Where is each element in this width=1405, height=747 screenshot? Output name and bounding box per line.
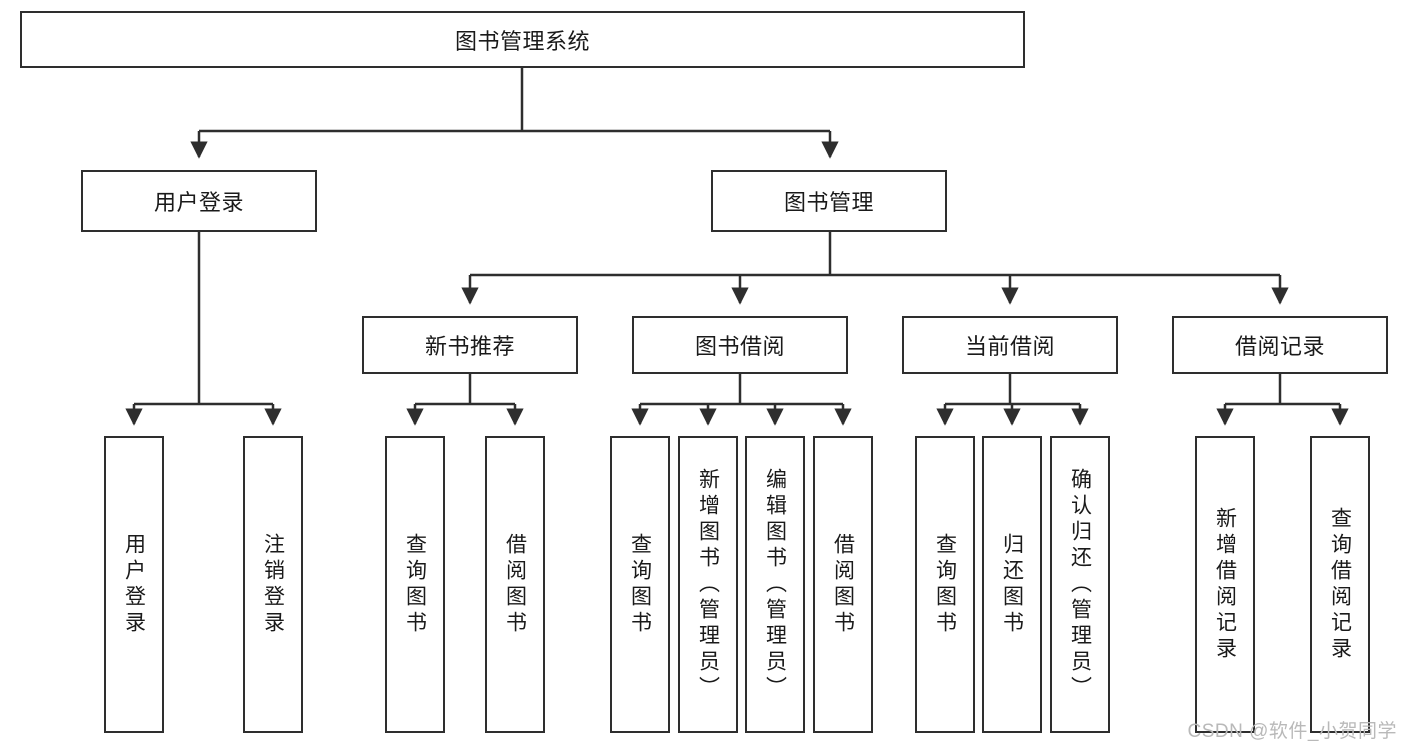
leaf-edit-book-admin[interactable]: 编辑图书（管理员） (745, 436, 805, 733)
node-label: 新增借阅记录 (1213, 506, 1237, 663)
leaf-confirm-return-admin[interactable]: 确认归还（管理员） (1050, 436, 1110, 733)
leaf-logout[interactable]: 注销登录 (243, 436, 303, 733)
node-current-borrow[interactable]: 当前借阅 (902, 316, 1118, 374)
node-label: 查询图书 (403, 532, 427, 637)
node-label: 当前借阅 (964, 334, 1055, 359)
node-label: 借阅图书 (503, 532, 527, 637)
node-label: 用户登录 (153, 190, 244, 215)
leaf-borrow-book[interactable]: 借阅图书 (813, 436, 873, 733)
node-label: 图书管理 (783, 190, 874, 215)
node-label: 新增图书（管理员） (696, 467, 720, 702)
node-label: 借阅图书 (831, 532, 855, 637)
leaf-query-book-recommend[interactable]: 查询图书 (385, 436, 445, 733)
leaf-add-borrow-record[interactable]: 新增借阅记录 (1195, 436, 1255, 733)
leaf-query-book-borrow[interactable]: 查询图书 (610, 436, 670, 733)
node-label: 注销登录 (261, 532, 285, 637)
leaf-return-book[interactable]: 归还图书 (982, 436, 1042, 733)
node-label: 确认归还（管理员） (1068, 467, 1092, 702)
node-book-management[interactable]: 图书管理 (711, 170, 947, 232)
node-user-login[interactable]: 用户登录 (81, 170, 317, 232)
node-label: 查询借阅记录 (1328, 506, 1352, 663)
node-label: 图书管理系统 (454, 28, 590, 54)
watermark: CSDN @软件_小贺同学 (1187, 721, 1397, 742)
node-label: 图书借阅 (694, 334, 785, 359)
node-root[interactable]: 图书管理系统 (20, 11, 1025, 68)
leaf-add-book-admin[interactable]: 新增图书（管理员） (678, 436, 738, 733)
node-label: 借阅记录 (1234, 334, 1325, 359)
leaf-borrow-book-recommend[interactable]: 借阅图书 (485, 436, 545, 733)
node-label: 归还图书 (1000, 532, 1024, 637)
node-book-borrow[interactable]: 图书借阅 (632, 316, 848, 374)
node-label: 查询图书 (628, 532, 652, 637)
node-label: 查询图书 (933, 532, 957, 637)
leaf-query-book-current[interactable]: 查询图书 (915, 436, 975, 733)
leaf-query-borrow-record[interactable]: 查询借阅记录 (1310, 436, 1370, 733)
node-new-book-recommend[interactable]: 新书推荐 (362, 316, 578, 374)
node-label: 新书推荐 (424, 334, 515, 359)
node-borrow-records[interactable]: 借阅记录 (1172, 316, 1388, 374)
node-label: 用户登录 (122, 532, 146, 637)
leaf-user-login[interactable]: 用户登录 (104, 436, 164, 733)
node-label: 编辑图书（管理员） (763, 467, 787, 702)
